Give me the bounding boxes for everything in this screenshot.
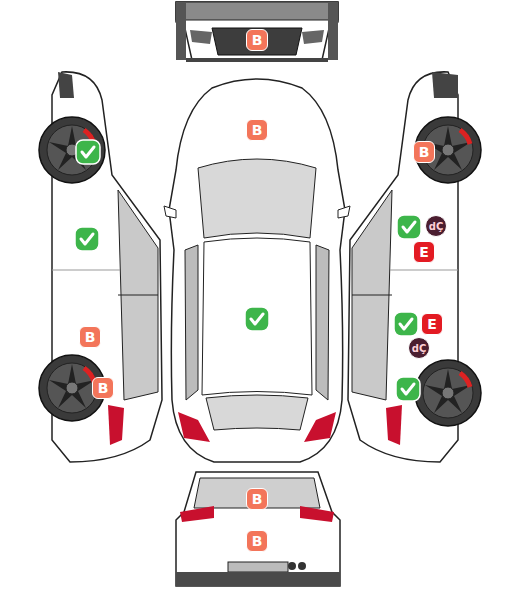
damage-badge: B bbox=[246, 530, 268, 552]
rear-view bbox=[176, 472, 340, 586]
badge-code: B bbox=[98, 380, 109, 396]
damage-badge: dÇ bbox=[425, 215, 447, 237]
damage-badge: E bbox=[421, 313, 443, 335]
badge-code: dÇ bbox=[412, 343, 427, 354]
damage-badge: E bbox=[413, 241, 435, 263]
damage-badge: B bbox=[246, 488, 268, 510]
top-view bbox=[164, 79, 350, 462]
damage-badge: B bbox=[413, 141, 435, 163]
badge-code: E bbox=[427, 316, 437, 332]
badge-code: B bbox=[252, 32, 263, 48]
damage-badge: B bbox=[246, 29, 268, 51]
badge-code: dÇ bbox=[429, 221, 444, 232]
check-badge bbox=[245, 307, 269, 331]
front-view bbox=[176, 2, 338, 62]
left-side-view bbox=[39, 72, 162, 462]
badge-code: B bbox=[85, 329, 96, 345]
check-badge bbox=[76, 140, 100, 164]
badge-code: B bbox=[419, 144, 430, 160]
check-badge bbox=[394, 312, 418, 336]
damage-badge: B bbox=[79, 326, 101, 348]
damage-badge: dÇ bbox=[408, 337, 430, 359]
check-badge bbox=[75, 227, 99, 251]
badge-code: B bbox=[252, 122, 263, 138]
check-badge bbox=[396, 377, 420, 401]
right-side-view bbox=[348, 72, 481, 462]
damage-badge: B bbox=[246, 119, 268, 141]
badge-code: B bbox=[252, 491, 263, 507]
damage-badge: B bbox=[92, 377, 114, 399]
badge-code: B bbox=[252, 533, 263, 549]
badge-code: E bbox=[419, 244, 429, 260]
check-badge bbox=[397, 215, 421, 239]
